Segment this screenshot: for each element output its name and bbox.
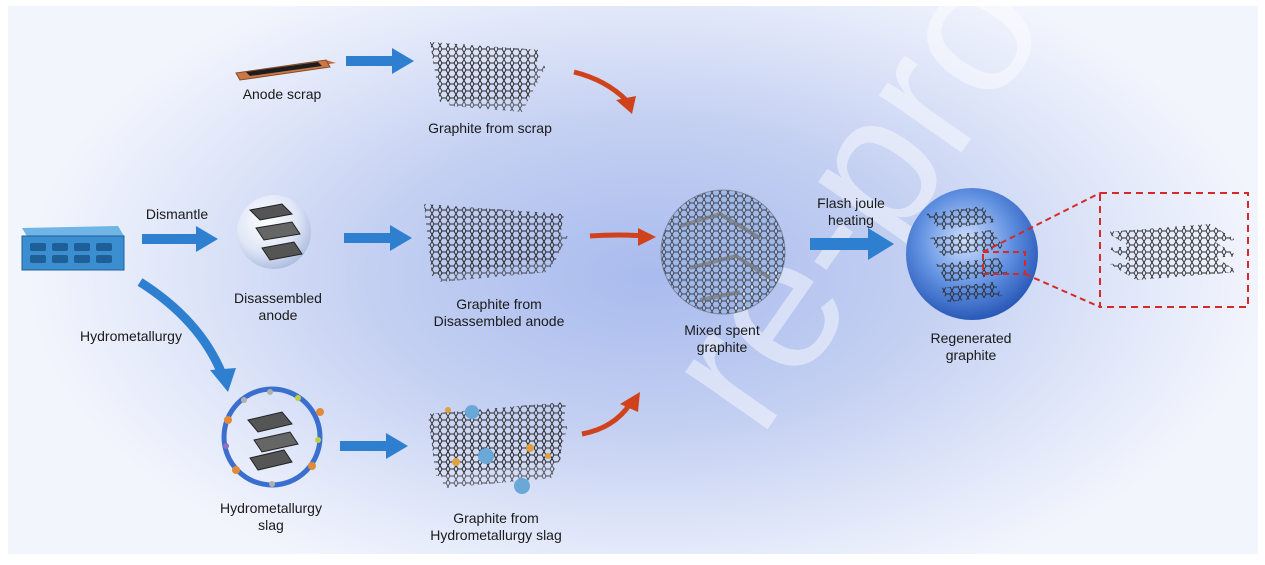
- label-flash-joule-heating: Flash joule heating: [817, 195, 885, 228]
- arrow-scrap: [346, 48, 414, 74]
- regenerated-graphite-image: [906, 188, 1038, 320]
- graphite-from-disassembled-image: [424, 204, 568, 282]
- label-hydrometallurgy: Hydrometallurgy: [80, 328, 182, 344]
- label-regenerated-graphite: Regenerated graphite: [930, 330, 1012, 363]
- label-graphite-from-disassembled: Graphite from Disassembled anode: [433, 296, 565, 329]
- graphite-from-slag-image: [428, 402, 568, 494]
- mixed-spent-graphite-image: [660, 189, 786, 315]
- blue-arrows: [142, 48, 894, 459]
- arrow-slag: [340, 433, 408, 459]
- label-disassembled-anode: Disassembled anode: [234, 290, 322, 323]
- red-arrows: [573, 69, 656, 437]
- arrow-disassembled: [344, 225, 412, 251]
- label-anode-scrap: Anode scrap: [242, 86, 322, 102]
- zoom-inset: [982, 192, 1249, 308]
- label-hydrometallurgy-slag: Hydrometallurgy slag: [220, 500, 322, 533]
- battery-pack-image: [21, 226, 125, 271]
- label-mixed-spent-graphite: Mixed spent graphite: [684, 322, 760, 355]
- label-graphite-from-slag: Graphite from Hydrometallurgy slag: [430, 510, 562, 543]
- disassembled-anode-image: [237, 195, 311, 269]
- anode-scrap-image: [235, 59, 336, 81]
- label-dismantle: Dismantle: [145, 206, 209, 222]
- label-graphite-from-scrap: Graphite from scrap: [428, 120, 552, 136]
- hydrometallurgy-slag-image: [221, 386, 324, 488]
- graphite-from-scrap-image: [430, 42, 546, 112]
- arrow-dismantle: [142, 226, 218, 252]
- arrow-hydrometallurgy: [137, 278, 227, 376]
- arrow-flash-joule: [810, 228, 894, 260]
